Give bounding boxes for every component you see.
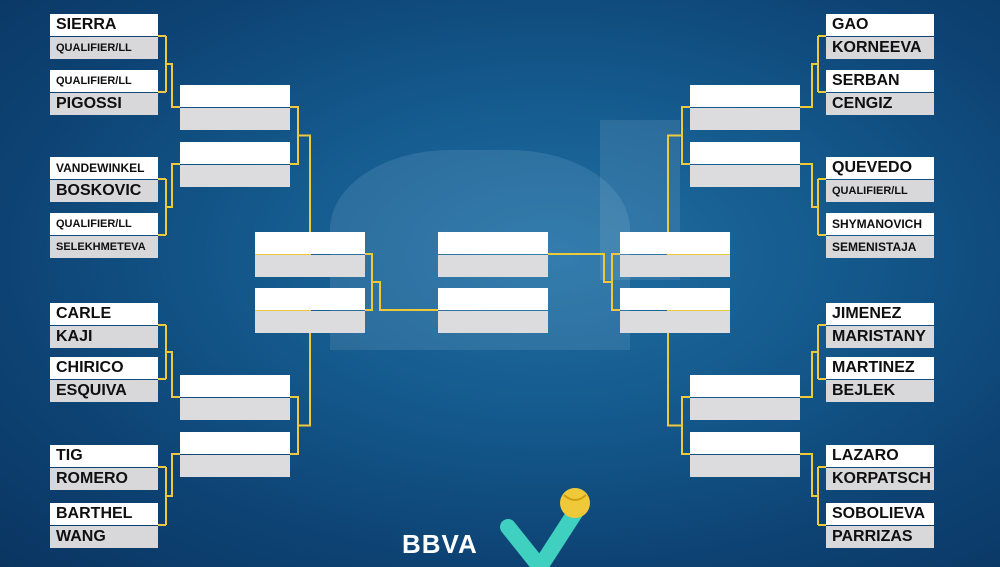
right-r1-bottom-player: QUALIFIER/LL (826, 180, 934, 202)
right-r1-bottom-player: SEMENISTAJA (826, 236, 934, 258)
left-r1-top-player: QUALIFIER/LL (50, 70, 158, 92)
right-r1-top-player: QUEVEDO (826, 157, 934, 179)
left-r1-top-player: BARTHEL (50, 503, 158, 525)
connector-line (611, 253, 620, 311)
connector-line (667, 134, 730, 255)
left-r1-bottom-player: ESQUIVA (50, 380, 158, 402)
left-r1-top-player: CHIRICO (50, 357, 158, 379)
left-r1-top-player: SIERRA (50, 14, 158, 36)
left-r1-bottom-player: ROMERO (50, 468, 158, 490)
right-r1-bottom-player: MARISTANY (826, 326, 934, 348)
connector-line (548, 253, 612, 283)
left-r1-top-player: QUALIFIER/LL (50, 213, 158, 235)
right-r2-slot (690, 85, 800, 107)
left-r2-slot (180, 142, 290, 164)
left-r3-slot (255, 255, 365, 277)
connector-line (800, 63, 818, 108)
right-r1-top-player: SHYMANOVICH (826, 213, 934, 235)
left-r2-slot (180, 398, 290, 420)
right-r1-top-player: JIMENEZ (826, 303, 934, 325)
left-r2-slot (180, 375, 290, 397)
connector-line (800, 163, 818, 208)
connector-line (800, 351, 818, 398)
connector-line (166, 453, 180, 497)
right-r2-slot (690, 108, 800, 130)
left-r1-top-player: TIG (50, 445, 158, 467)
connector-line (681, 396, 690, 455)
right-r1-top-player: LAZARO (826, 445, 934, 467)
right-r3-slot (620, 311, 730, 333)
left-r1-bottom-player: BOSKOVIC (50, 180, 158, 202)
connector-line (166, 163, 180, 208)
connector-line (681, 106, 690, 165)
left-r3-slot (255, 311, 365, 333)
right-r1-top-player: SOBOLIEVA (826, 503, 934, 525)
connector-line (290, 396, 299, 455)
connector-line (166, 63, 180, 108)
left-r2-slot (180, 85, 290, 107)
left-r2-slot (180, 165, 290, 187)
final-slot (438, 311, 548, 333)
right-r2-slot (690, 432, 800, 454)
right-r2-slot (690, 455, 800, 477)
right-r3-slot (620, 232, 730, 254)
left-r3-slot (255, 232, 365, 254)
final-slot (438, 232, 548, 254)
right-r1-top-player: SERBAN (826, 70, 934, 92)
right-r2-slot (690, 165, 800, 187)
right-r1-bottom-player: BEJLEK (826, 380, 934, 402)
connector-line (255, 134, 311, 255)
right-r2-slot (690, 398, 800, 420)
right-r2-slot (690, 142, 800, 164)
connector-line (667, 309, 730, 427)
left-r1-bottom-player: QUALIFIER/LL (50, 37, 158, 59)
connector-line (365, 253, 373, 311)
left-r2-slot (180, 455, 290, 477)
connector-line (166, 351, 180, 398)
right-r2-slot (690, 375, 800, 397)
left-r1-bottom-player: KAJI (50, 326, 158, 348)
brand-logo-text: BBVA (402, 529, 478, 559)
left-r1-top-player: CARLE (50, 303, 158, 325)
right-r1-top-player: GAO (826, 14, 934, 36)
left-r1-bottom-player: PIGOSSI (50, 93, 158, 115)
right-r3-slot (620, 255, 730, 277)
connector-line (255, 309, 311, 427)
connector-line (372, 281, 438, 311)
left-r1-bottom-player: SELEKHMETEVA (50, 236, 158, 258)
right-r1-bottom-player: KORNEEVA (826, 37, 934, 59)
right-r1-top-player: MARTINEZ (826, 357, 934, 379)
connector-line (290, 106, 299, 165)
right-r1-bottom-player: KORPATSCH (826, 468, 934, 490)
right-r1-bottom-player: CENGIZ (826, 93, 934, 115)
left-r1-bottom-player: WANG (50, 526, 158, 548)
final-slot (438, 288, 548, 310)
final-slot (438, 255, 548, 277)
left-r2-slot (180, 432, 290, 454)
left-r1-top-player: VANDEWINKEL (50, 157, 158, 179)
left-r3-slot (255, 288, 365, 310)
tennis-ball-check-logo (500, 488, 590, 567)
right-r3-slot (620, 288, 730, 310)
right-r1-bottom-player: PARRIZAS (826, 526, 934, 548)
left-r2-slot (180, 108, 290, 130)
connector-line (800, 453, 818, 497)
